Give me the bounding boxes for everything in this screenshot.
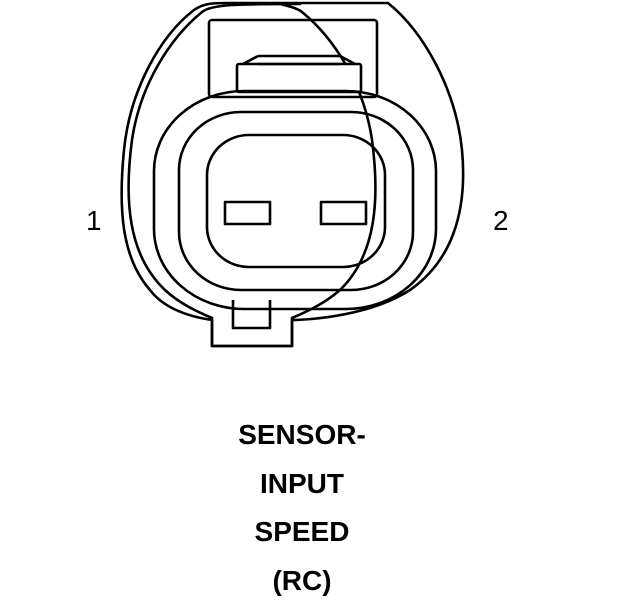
caption-line-2: INPUT (260, 468, 344, 499)
cavity-block (205, 133, 387, 269)
latch-frame (207, 18, 379, 99)
pin-label-2: 2 (493, 205, 509, 236)
housing-middle-contour (152, 89, 438, 311)
caption-line-4: (RC) (272, 565, 331, 596)
caption-line-1: SENSOR- (238, 419, 366, 450)
pin-cavity-1 (223, 200, 272, 226)
key-notch (231, 300, 272, 330)
latch-step-left (242, 54, 259, 66)
housing-body-outline (120, 1, 465, 348)
pin-label-1: 1 (86, 205, 102, 236)
pin-cavity-2 (319, 200, 368, 226)
caption-line-3: SPEED (255, 516, 350, 547)
latch-tab (235, 62, 363, 94)
housing-inner-contour (177, 110, 415, 292)
latch-step-right (339, 54, 356, 66)
